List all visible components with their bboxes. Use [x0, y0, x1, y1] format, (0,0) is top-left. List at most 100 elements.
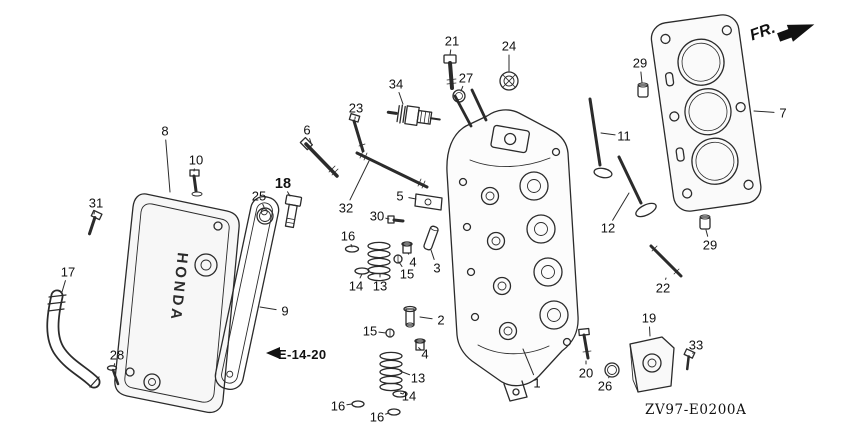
- callout-16: 16: [340, 228, 356, 244]
- callout-30: 30: [369, 208, 385, 224]
- callout-23: 23: [348, 100, 364, 116]
- drawing-code: ZV97-E0200A: [645, 402, 747, 418]
- callout-10: 10: [188, 152, 204, 168]
- stud-bolt-22: [649, 244, 683, 278]
- leader-line-25: [262, 203, 265, 208]
- valve-keeper-upper: [393, 254, 403, 264]
- spring-retainer-lower: [392, 390, 408, 398]
- plate-5: [414, 193, 443, 211]
- bolt-10: [189, 169, 203, 197]
- leader-line-32: [349, 160, 370, 201]
- spring-retainer-upper: [354, 267, 370, 275]
- leader-line-15: [398, 261, 403, 268]
- bolt-30: [387, 215, 405, 224]
- spring-seat-lower-a: [351, 400, 365, 408]
- o-ring-26: [604, 362, 620, 378]
- valve-12: [617, 155, 657, 218]
- leader-line-29: [640, 71, 643, 84]
- leader-line-11: [600, 132, 616, 136]
- valve-seal-lower: [414, 338, 426, 351]
- callout-12: 12: [600, 220, 616, 236]
- valve-keeper-lower: [385, 328, 395, 338]
- callout-25: 25: [251, 188, 267, 204]
- callout-14: 14: [348, 278, 364, 294]
- leader-line-5: [408, 197, 417, 200]
- leader-line-6: [309, 138, 312, 144]
- dowel-29-lower: [699, 214, 711, 230]
- valve-spring-upper: [367, 241, 391, 282]
- callout-3: 3: [433, 260, 441, 276]
- leader-line-34: [398, 91, 404, 105]
- valve-11: [588, 97, 613, 179]
- callout-14: 14: [401, 388, 417, 404]
- callout-19: 19: [641, 310, 657, 326]
- callout-29: 29: [632, 55, 648, 71]
- leader-line-28: [113, 363, 116, 367]
- leader-line-7: [753, 110, 775, 113]
- leader-line-16: [346, 403, 353, 406]
- callout-8: 8: [161, 123, 169, 139]
- fr-arrow-icon: [786, 24, 815, 42]
- callout-20: 20: [578, 365, 594, 381]
- head-gasket: [650, 14, 762, 212]
- leader-line-14: [399, 392, 404, 395]
- callout-4: 4: [409, 254, 417, 270]
- callout-21: 21: [444, 33, 460, 49]
- leader-line-17: [61, 280, 66, 293]
- leader-line-18: [287, 191, 291, 197]
- cylinder-head: [446, 88, 579, 402]
- callout-32: 32: [338, 200, 354, 216]
- leader-line-2: [419, 316, 433, 320]
- leader-line-1: [522, 348, 535, 376]
- callout-28: 28: [109, 347, 125, 363]
- leader-lines: [61, 49, 775, 415]
- leader-line-19: [648, 326, 651, 337]
- callout-6: 6: [303, 122, 311, 138]
- callout-26: 26: [597, 378, 613, 394]
- callout-2: 2: [437, 312, 445, 328]
- dowel-pin-3: [423, 225, 439, 251]
- o-ring-27: [452, 89, 466, 103]
- callout-4: 4: [421, 346, 429, 362]
- callout-33: 33: [688, 337, 704, 353]
- leader-line-8: [165, 139, 171, 193]
- callout-16: 16: [369, 409, 385, 424]
- callout-16: 16: [330, 398, 346, 414]
- callout-5: 5: [396, 188, 404, 204]
- callout-15: 15: [362, 323, 378, 339]
- callout-31: 31: [88, 195, 104, 211]
- callout-9: 9: [281, 303, 289, 319]
- callout-18: 18: [274, 175, 292, 192]
- reference-label: E-14-20: [278, 347, 327, 362]
- spring-seat-lower-b: [387, 408, 401, 416]
- leader-line-27: [460, 85, 464, 92]
- leader-line-14: [359, 273, 363, 279]
- valve-spring-lower: [379, 351, 403, 392]
- leader-line-9: [259, 306, 277, 311]
- bolt-23: [348, 113, 366, 153]
- bolt-31: [88, 209, 103, 236]
- callout-29: 29: [702, 237, 718, 253]
- housing-19: [629, 336, 675, 393]
- callout-15: 15: [399, 266, 415, 282]
- callout-13: 13: [372, 278, 388, 294]
- bolt-18: [284, 194, 303, 229]
- callout-22: 22: [655, 280, 671, 296]
- valve-cover-gasket: [214, 195, 280, 391]
- leader-line-3: [430, 249, 435, 260]
- dowel-29-upper: [637, 82, 649, 98]
- valve-seal-upper: [401, 241, 413, 254]
- bolt-33: [683, 348, 696, 371]
- leader-line-16: [350, 243, 353, 248]
- leader-line-15: [378, 331, 387, 334]
- callout-7: 7: [779, 105, 787, 121]
- breather-hose: [46, 289, 101, 389]
- spark-plug: [386, 104, 441, 126]
- screw-28: [106, 365, 120, 386]
- fr-label: FR.: [748, 20, 778, 45]
- bolt-21: [443, 54, 457, 90]
- valve-guide-2: [403, 305, 417, 328]
- reference-arrow-icon: [266, 347, 280, 359]
- leader-line-4: [407, 252, 410, 255]
